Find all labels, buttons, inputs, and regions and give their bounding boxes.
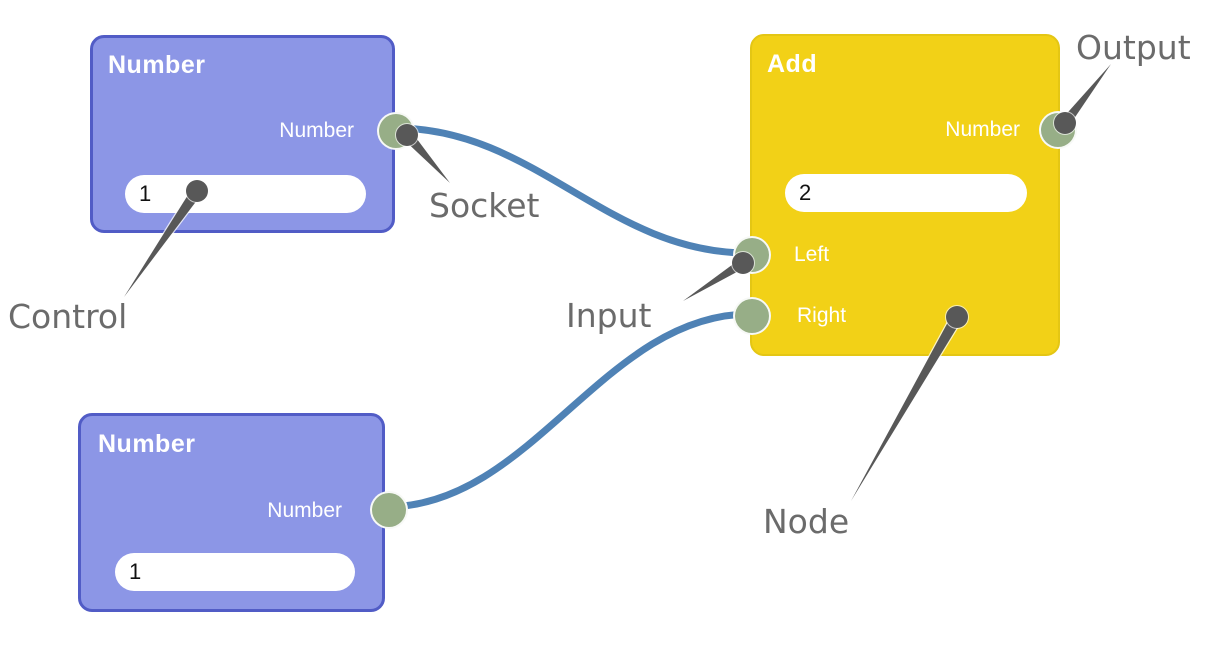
socket-annotation-label: Socket xyxy=(429,186,540,225)
input-socket-right[interactable] xyxy=(733,297,771,335)
node-add[interactable]: Add Number Left Right xyxy=(733,34,1077,356)
input-right-label: Right xyxy=(797,304,847,327)
output-socket[interactable] xyxy=(377,112,415,150)
number-control-input[interactable] xyxy=(115,553,355,591)
output-socket[interactable] xyxy=(1039,111,1077,149)
output-socket-label: Number xyxy=(279,119,354,142)
node-annotation-label: Node xyxy=(763,502,850,541)
output-socket-label: Number xyxy=(945,118,1020,141)
node-title: Number xyxy=(108,51,206,79)
output-socket-label: Number xyxy=(267,499,342,522)
control-annotation-label: Control xyxy=(8,297,128,336)
input-left-label: Left xyxy=(794,243,830,266)
input-annotation-label: Input xyxy=(566,296,652,335)
connection-number2-to-add-right[interactable] xyxy=(385,310,751,511)
output-annotation-label: Output xyxy=(1076,28,1191,67)
number-control-input[interactable] xyxy=(785,174,1027,212)
input-socket-left[interactable] xyxy=(733,236,771,274)
node-number-1[interactable]: Number Number xyxy=(90,35,415,233)
node-title: Add xyxy=(767,50,818,78)
output-socket[interactable] xyxy=(370,491,408,529)
number-control-input[interactable] xyxy=(125,175,366,213)
node-title: Number xyxy=(98,430,196,458)
node-number-2[interactable]: Number Number xyxy=(78,413,408,612)
